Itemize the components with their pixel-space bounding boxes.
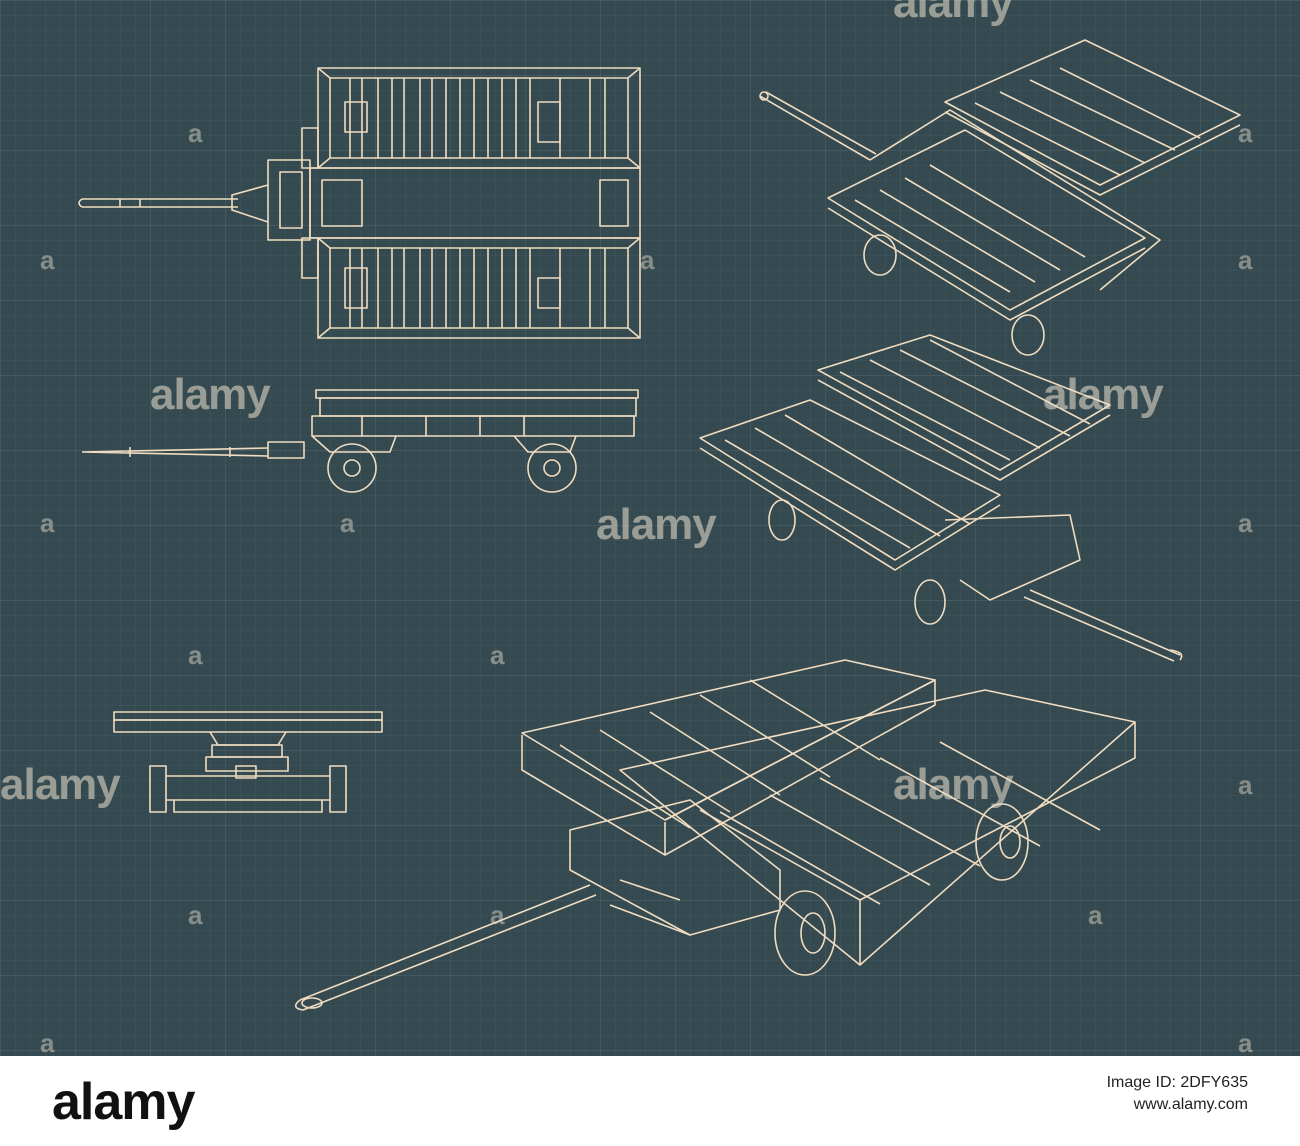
footer-bar: alamy Image ID: 2DFY635 www.alamy.com [0,1056,1300,1146]
footer-logo[interactable]: alamy [52,1073,195,1131]
watermark-mark: a [1238,245,1253,275]
top-view-drawing [78,67,641,339]
watermark-mark: a [40,1028,55,1056]
blueprint-drawing [0,0,1300,1056]
watermark-mark: a [1238,118,1253,148]
watermark-text: alamy [893,0,1014,27]
watermark-text: alamy [150,370,271,419]
iso-view-top-right [759,39,1241,356]
site-url-link[interactable]: www.alamy.com [1133,1096,1248,1113]
watermark-mark: a [1238,508,1253,538]
front-view-drawing [113,711,383,813]
watermark-mark: a [1238,1028,1253,1056]
watermark-mark: a [490,900,505,930]
iso-view-bottom-large [294,659,1136,1011]
image-id-label: Image ID: 2DFY635 [1106,1074,1248,1091]
footer-info: Image ID: 2DFY635 www.alamy.com [1107,1074,1248,1114]
watermark-mark: a [1238,770,1253,800]
watermark-mark: a [1088,900,1103,930]
watermark-mark: a [640,245,655,275]
blueprint-canvas: alamy alamy alamy alamy alamy alamy a a … [0,0,1300,1056]
watermark-text: alamy [1043,370,1164,419]
watermark-text: alamy [596,500,717,549]
iso-view-middle-right [699,334,1183,662]
watermark-text: alamy [0,760,121,809]
watermark-mark: a [40,508,55,538]
watermark-mark: a [490,640,505,670]
side-view-drawing [81,389,639,493]
watermark-mark: a [40,245,55,275]
watermark-text: alamy [893,760,1014,809]
watermark-mark: a [188,640,203,670]
watermark-mark: a [188,118,203,148]
watermark-mark: a [340,508,355,538]
watermark-mark: a [188,900,203,930]
